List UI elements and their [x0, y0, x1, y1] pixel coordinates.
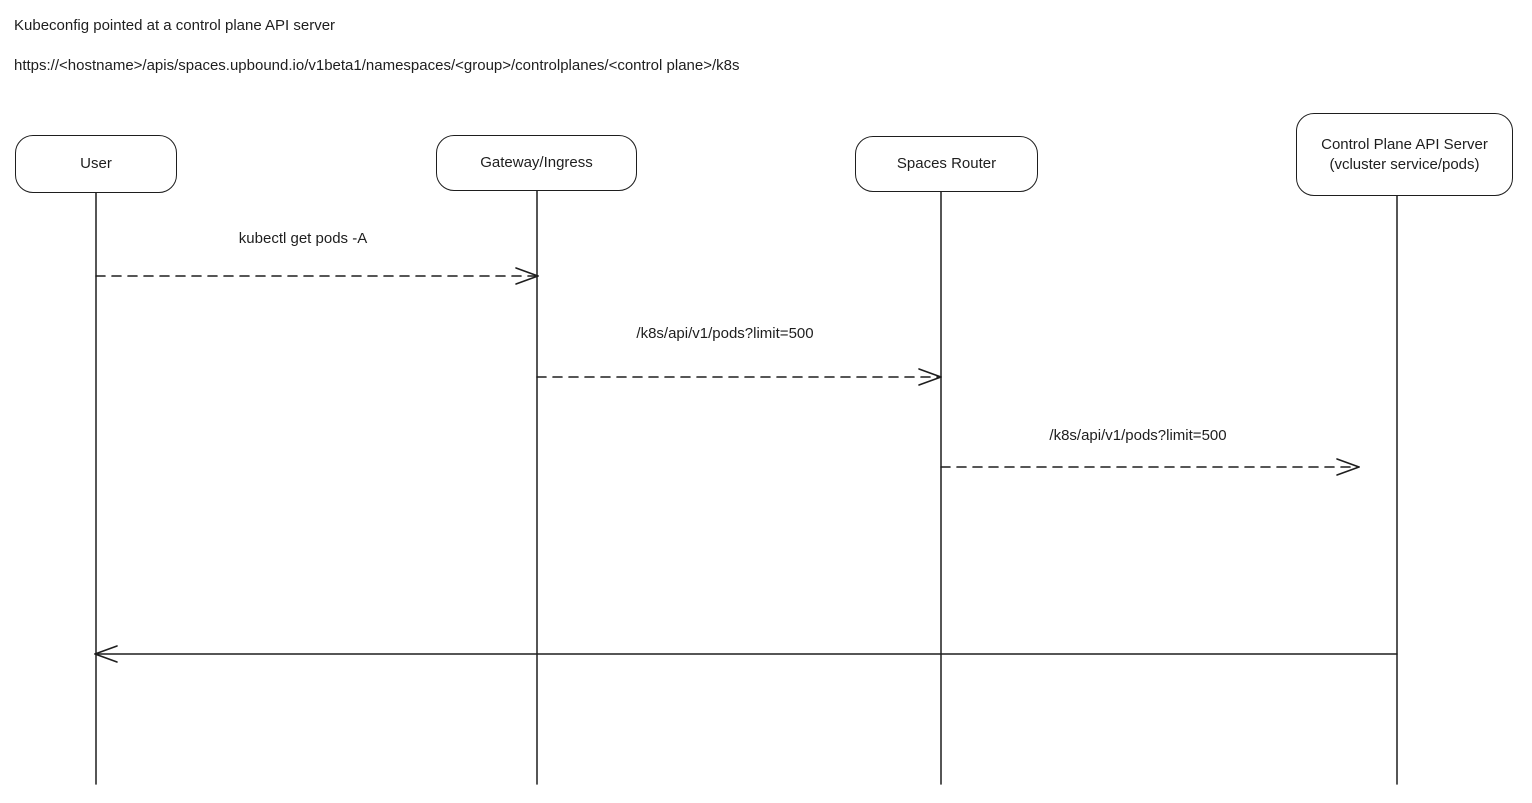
actor-label: Gateway/Ingress [480, 154, 593, 171]
actor-box-gateway-ingress: Gateway/Ingress [436, 135, 637, 191]
arrowhead-line [918, 376, 942, 386]
actor-box-spaces-router: Spaces Router [855, 136, 1038, 192]
arrowhead-line [94, 653, 118, 663]
header-title: Kubeconfig pointed at a control plane AP… [14, 17, 336, 34]
message-label-k8s-api-pods-1: /k8s/api/v1/pods?limit=500 [634, 324, 816, 344]
actor-box-user: User [15, 135, 177, 193]
actor-sublabel: (vcluster service/pods) [1329, 155, 1480, 173]
actor-box-control-plane-api-server: Control Plane API Server (vcluster servi… [1296, 113, 1513, 196]
actor-label: Control Plane API Server [1321, 135, 1488, 153]
message-label-kubectl-get-pods: kubectl get pods -A [236, 229, 370, 249]
arrowhead-line [1336, 466, 1360, 476]
arrowhead-line [1336, 458, 1360, 468]
actor-label: User [80, 155, 112, 172]
arrowhead-line [515, 267, 539, 277]
arrowhead-line [94, 645, 118, 655]
actor-label: Spaces Router [896, 155, 997, 172]
message-label-k8s-api-pods-2: /k8s/api/v1/pods?limit=500 [1047, 426, 1229, 446]
header-url: https://<hostname>/apis/spaces.upbound.i… [14, 57, 740, 74]
arrowhead-line [515, 275, 539, 285]
arrowhead-line [918, 368, 942, 378]
